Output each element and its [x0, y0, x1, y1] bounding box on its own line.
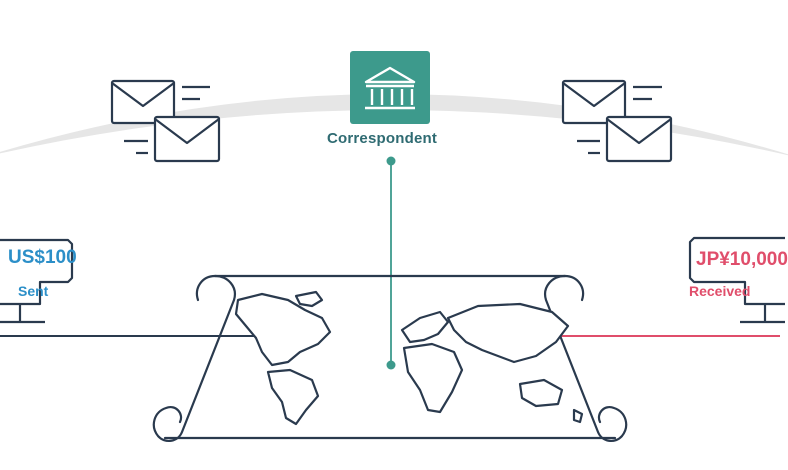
greenland [294, 290, 324, 308]
new-zealand [572, 408, 584, 424]
background-arc [0, 94, 788, 156]
asia [446, 302, 570, 364]
africa [402, 342, 464, 414]
correspondent-map-node [386, 360, 396, 370]
south-america [266, 368, 320, 426]
sent-amount: US$100 [8, 247, 77, 268]
received-status-label: Received [689, 283, 751, 299]
envelope-left-top-icon [110, 79, 210, 125]
bank-icon [350, 51, 430, 124]
received-amount: JP¥10,000 [696, 249, 788, 270]
world-map-scroll [152, 274, 628, 442]
sender-monitor-icon [0, 238, 74, 324]
envelope-left-bottom-icon [124, 115, 221, 163]
sent-status-label: Sent [18, 283, 49, 299]
australia [518, 378, 564, 408]
north-america [234, 292, 332, 367]
receiver-monitor-icon [688, 236, 785, 324]
europe [400, 310, 450, 344]
envelope-right-top-icon [561, 79, 662, 125]
envelope-right-bottom-icon [577, 115, 673, 163]
correspondent-label: Correspondent [326, 130, 438, 147]
continents [234, 290, 584, 426]
